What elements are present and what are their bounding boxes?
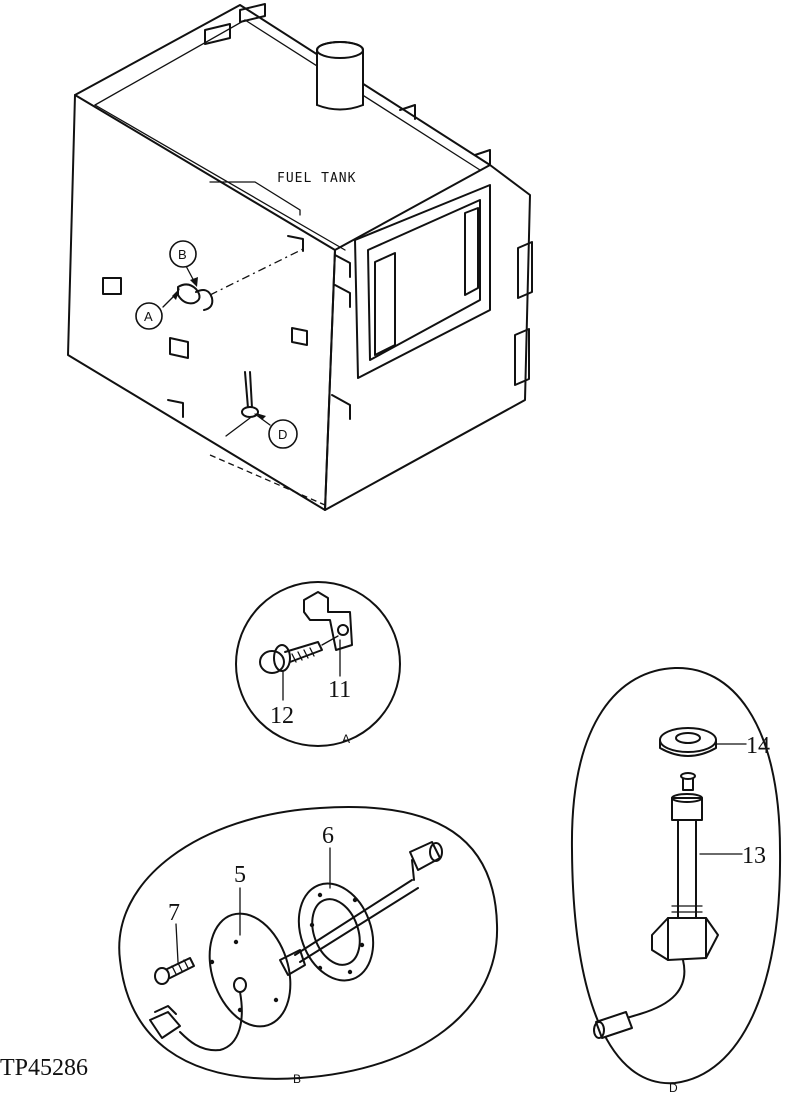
svg-text:B: B xyxy=(178,247,187,262)
figure-id: TP45286 xyxy=(0,1055,88,1081)
callout-b: B xyxy=(169,240,198,287)
inspection-cover xyxy=(354,184,491,379)
detail-b: 7 5 6 B xyxy=(118,806,499,1086)
part-7-label: 7 xyxy=(168,900,180,926)
fuel-tank-illustration: FUEL TANK xyxy=(67,3,533,511)
sender-connection xyxy=(177,247,306,311)
sender-plate-5 xyxy=(149,841,443,1052)
top-clips xyxy=(204,3,491,165)
bracket-11 xyxy=(303,591,353,651)
fuel-tank-label: FUEL TANK xyxy=(277,171,356,186)
part-5-label: 5 xyxy=(234,862,246,888)
filler-cap xyxy=(316,41,364,111)
part-6-label: 6 xyxy=(322,823,334,849)
callout-a: A xyxy=(135,288,180,330)
screw-7 xyxy=(154,957,195,985)
svg-text:A: A xyxy=(144,309,153,324)
side-clips xyxy=(102,235,533,420)
part-12-label: 12 xyxy=(270,703,294,729)
detail-a: 11 12 A xyxy=(235,581,401,747)
washer-14 xyxy=(659,727,717,757)
detail-b-label: B xyxy=(293,1072,301,1086)
sender-d-connection xyxy=(225,371,259,437)
detail-a-label: A xyxy=(342,732,350,746)
part-14-label: 14 xyxy=(746,733,770,759)
bolt-12 xyxy=(259,641,323,674)
sensor-13 xyxy=(593,772,719,1039)
detail-d-label: D xyxy=(669,1081,678,1095)
svg-text:D: D xyxy=(278,427,287,442)
callout-d: D xyxy=(254,413,298,449)
part-11-label: 11 xyxy=(328,677,351,703)
detail-d: 14 13 D xyxy=(570,666,782,1095)
gasket-6 xyxy=(297,882,375,982)
part-13-label: 13 xyxy=(742,843,766,869)
